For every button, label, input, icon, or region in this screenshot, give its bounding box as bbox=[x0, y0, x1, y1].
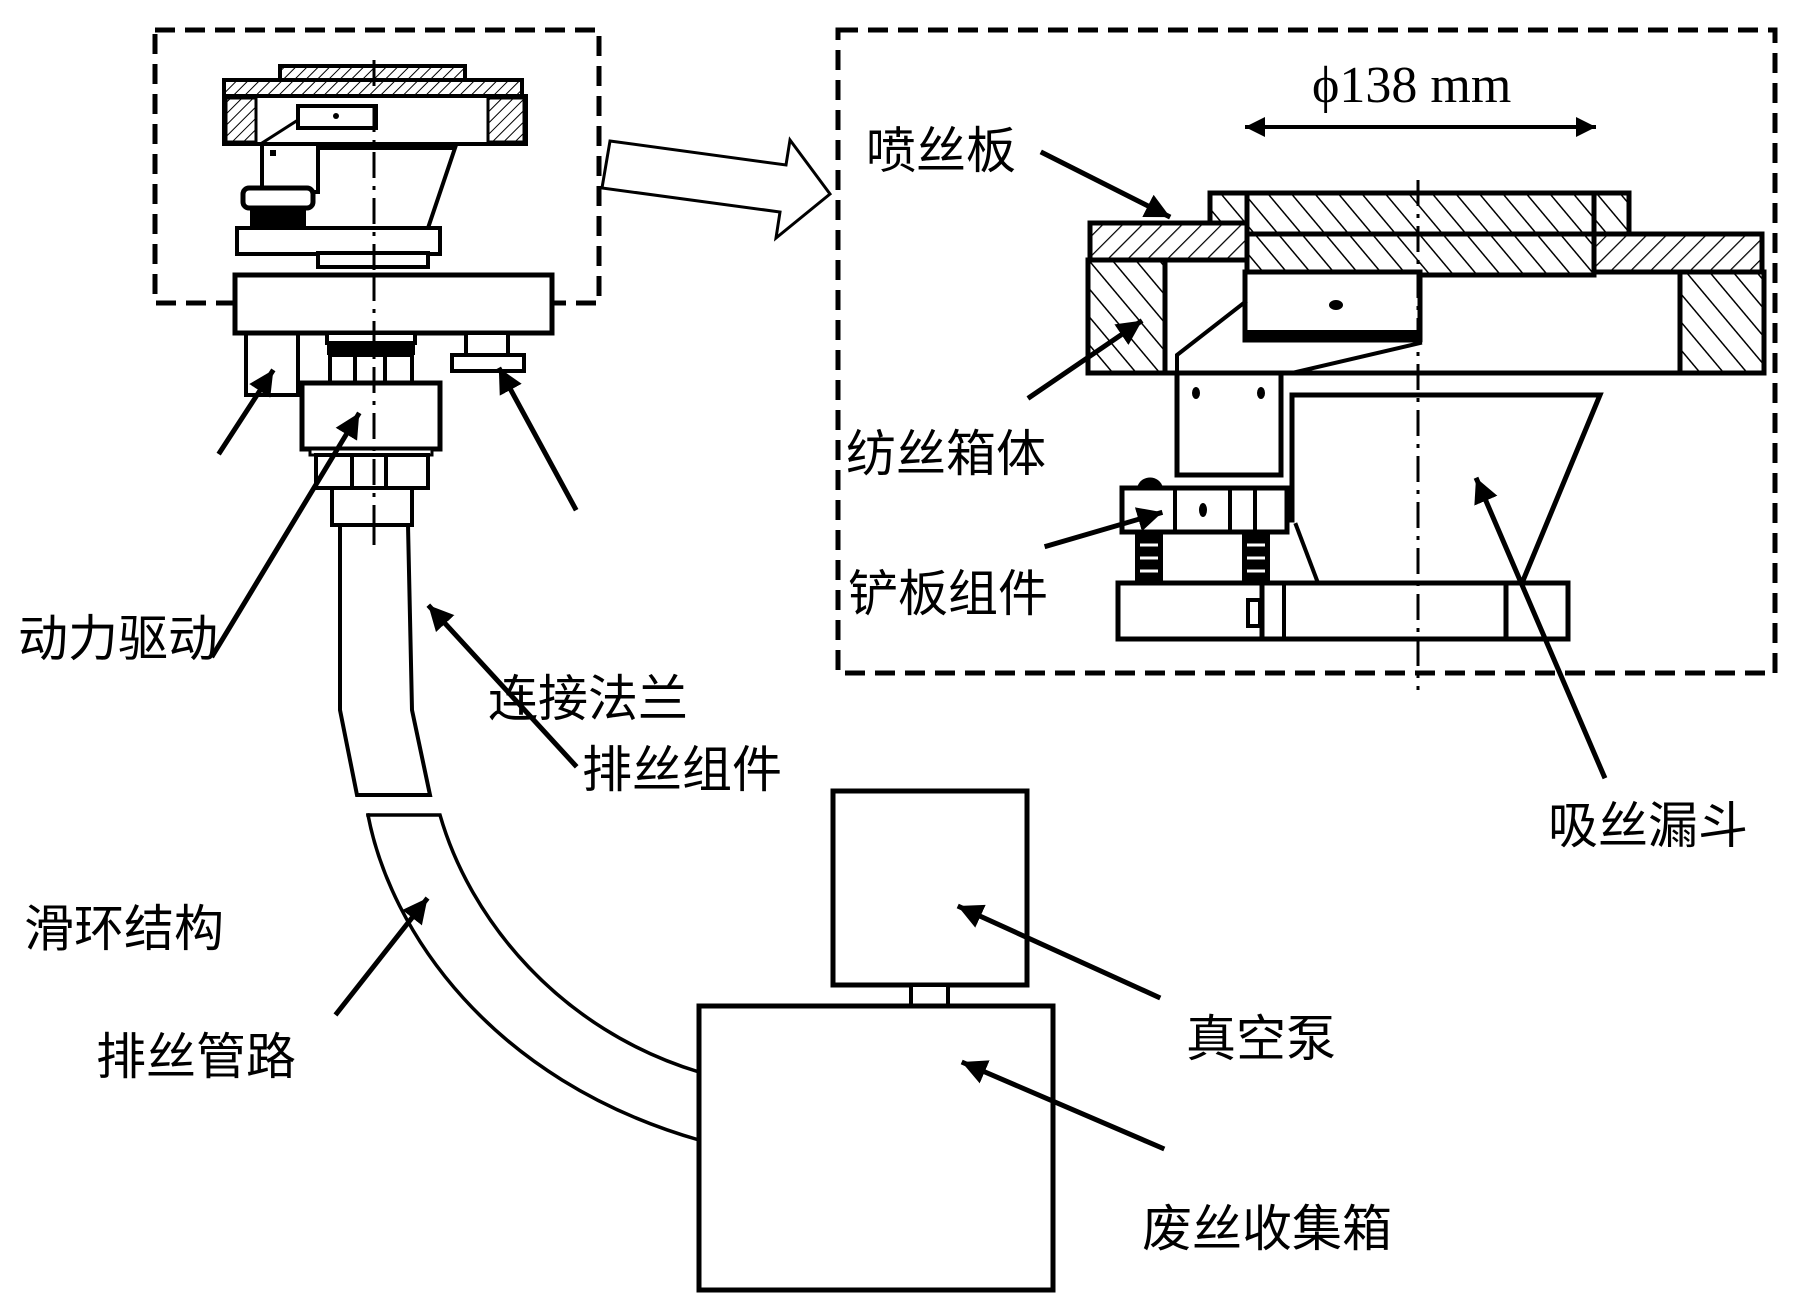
label-shovel-assembly: 铲板组件 bbox=[848, 565, 1048, 623]
dimension-label: ϕ138 mm bbox=[1312, 57, 1511, 114]
arrow-icon bbox=[333, 896, 430, 1017]
label-spinneret-plate: 喷丝板 bbox=[866, 122, 1016, 180]
detail-spinneret-assembly bbox=[1085, 117, 1767, 690]
label-vacuum-pump: 真空泵 bbox=[1186, 1010, 1336, 1068]
label-power-drive: 动力驱动 bbox=[18, 610, 218, 668]
arrow-icon bbox=[496, 366, 579, 512]
label-slip-ring: 滑环结构 bbox=[24, 900, 224, 958]
label-waste-box: 废丝收集箱 bbox=[1142, 1200, 1392, 1258]
label-connecting-flange: 连接法兰 bbox=[488, 670, 688, 728]
spring-right bbox=[1242, 532, 1270, 583]
arrow-icon bbox=[960, 1059, 1166, 1152]
detail-frame bbox=[835, 27, 1778, 676]
waste-collection-box bbox=[696, 1003, 1056, 1293]
arrow-icon bbox=[426, 603, 579, 769]
spring-left bbox=[1135, 532, 1163, 583]
arrow-icon bbox=[1043, 507, 1164, 550]
arrow-icon bbox=[1039, 149, 1172, 220]
label-discharge-assembly: 排丝组件 bbox=[582, 741, 782, 799]
mini-spinneret-assembly bbox=[222, 60, 528, 545]
arrow-icon bbox=[1026, 318, 1144, 401]
label-discharge-pipe: 排丝管路 bbox=[96, 1028, 296, 1086]
hollow-arrow-icon bbox=[600, 136, 833, 242]
callout-arrows bbox=[209, 149, 1608, 1152]
arrow-icon bbox=[209, 411, 362, 659]
discharge-pipe bbox=[338, 522, 702, 1143]
label-spinning-box: 纺丝箱体 bbox=[846, 425, 1046, 483]
arrow-icon bbox=[216, 368, 276, 456]
rotary-drive-assembly bbox=[232, 272, 555, 545]
label-suction-funnel: 吸丝漏斗 bbox=[1548, 797, 1748, 855]
arrow-icon bbox=[1473, 476, 1608, 780]
vacuum-pump bbox=[830, 788, 1030, 1008]
arrow-icon bbox=[956, 903, 1162, 1001]
